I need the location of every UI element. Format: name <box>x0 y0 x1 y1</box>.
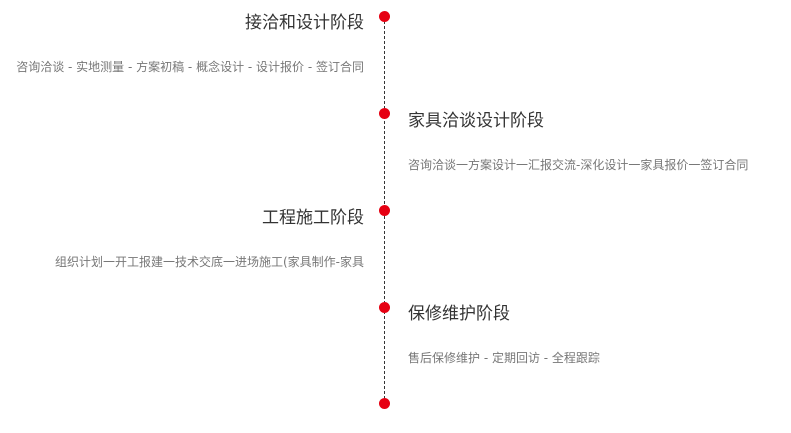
stage-design-consultation: 接洽和设计阶段 咨询洽谈 - 实地测量 - 方案初稿 - 概念设计 - 设计报价… <box>14 12 364 81</box>
timeline-node-3 <box>379 205 390 216</box>
stage-construction: 工程施工阶段 组织计划一开工报建一技术交底一进场施工(家具制作-家具 <box>14 207 364 276</box>
stage-furniture-design: 家具洽谈设计阶段 咨询洽谈一方案设计一汇报交流-深化设计一家具报价一签订合同 <box>408 110 758 179</box>
stage-title: 工程施工阶段 <box>262 208 364 228</box>
stage-title: 接洽和设计阶段 <box>245 13 364 33</box>
timeline-node-end <box>379 398 390 409</box>
stage-description: 售后保修维护 - 定期回访 - 全程跟踪 <box>408 351 600 365</box>
timeline-node-4 <box>379 302 390 313</box>
stage-title: 保修维护阶段 <box>408 304 510 324</box>
timeline-node-2 <box>379 108 390 119</box>
stage-description: 组织计划一开工报建一技术交底一进场施工(家具制作-家具 <box>54 255 364 269</box>
stage-description: 咨询洽谈 - 实地测量 - 方案初稿 - 概念设计 - 设计报价 - 签订合同 <box>16 60 364 74</box>
stage-title: 家具洽谈设计阶段 <box>408 111 544 131</box>
stage-description: 咨询洽谈一方案设计一汇报交流-深化设计一家具报价一签订合同 <box>408 158 749 172</box>
stage-maintenance: 保修维护阶段 售后保修维护 - 定期回访 - 全程跟踪 <box>408 303 758 372</box>
timeline-node-1 <box>379 11 390 22</box>
